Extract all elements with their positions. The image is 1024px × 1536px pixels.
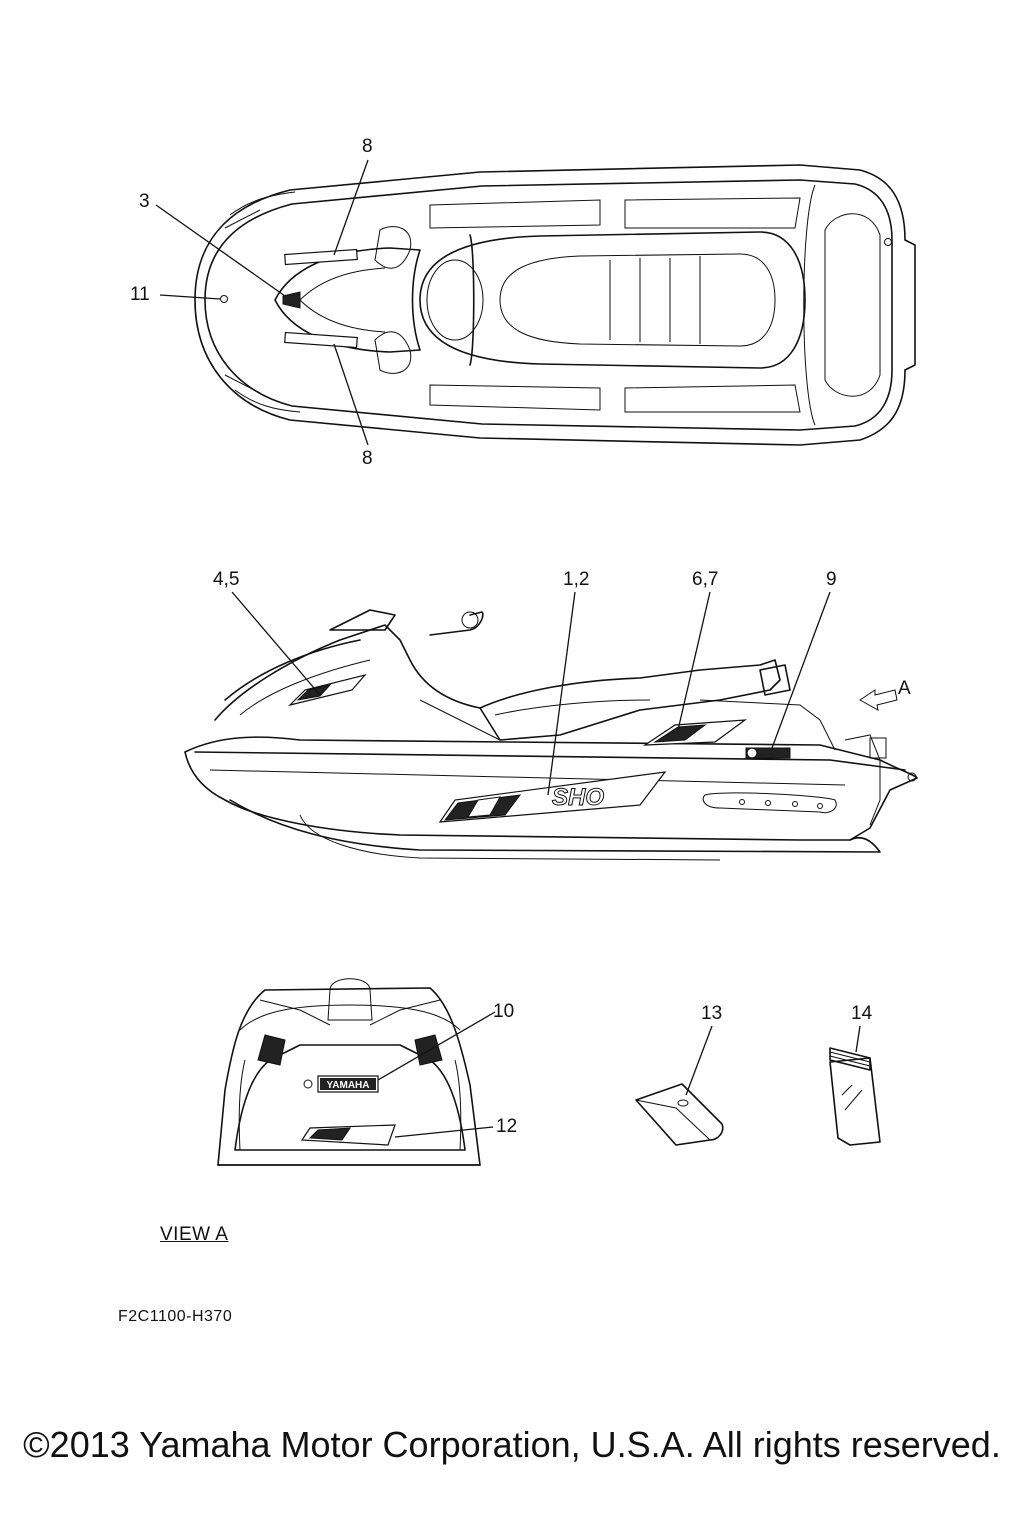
side-view-watercraft: SHO bbox=[184, 609, 918, 861]
part-14-bag bbox=[829, 1047, 881, 1146]
rear-view-watercraft: YAMAHA bbox=[217, 978, 481, 1166]
loose-parts-callouts: 13 14 bbox=[685, 1003, 873, 1096]
callout-14: 14 bbox=[851, 1003, 873, 1024]
callout-11: 11 bbox=[130, 284, 150, 305]
view-a-label: VIEW A bbox=[160, 1224, 229, 1245]
part-13-pouch bbox=[635, 1083, 724, 1146]
callout-1-2: 1,2 bbox=[563, 569, 589, 590]
callout-3: 3 bbox=[139, 191, 150, 212]
callout-4-5: 4,5 bbox=[213, 569, 239, 590]
callout-8-top: 8 bbox=[362, 136, 373, 157]
top-view-callouts: 8 3 11 8 bbox=[130, 136, 373, 469]
brand-plate-text: YAMAHA bbox=[327, 1080, 370, 1091]
copyright-notice: ©2013 Yamaha Motor Corporation, U.S.A. A… bbox=[23, 1424, 1001, 1465]
rear-view-callouts: 10 12 bbox=[377, 1001, 517, 1138]
callout-8-bottom: 8 bbox=[362, 448, 373, 469]
top-view-watercraft bbox=[194, 164, 916, 446]
callout-13: 13 bbox=[701, 1003, 722, 1024]
callout-12: 12 bbox=[496, 1116, 517, 1137]
side-view-callouts: 4,5 1,2 6,7 9 A bbox=[213, 569, 911, 796]
callout-6-7: 6,7 bbox=[692, 569, 718, 590]
diagram-code: F2C1100-H370 bbox=[118, 1308, 233, 1325]
view-arrow-label: A bbox=[898, 678, 911, 699]
callout-9: 9 bbox=[826, 569, 837, 590]
model-decal-text: SHO bbox=[552, 784, 604, 811]
callout-10: 10 bbox=[493, 1001, 514, 1022]
